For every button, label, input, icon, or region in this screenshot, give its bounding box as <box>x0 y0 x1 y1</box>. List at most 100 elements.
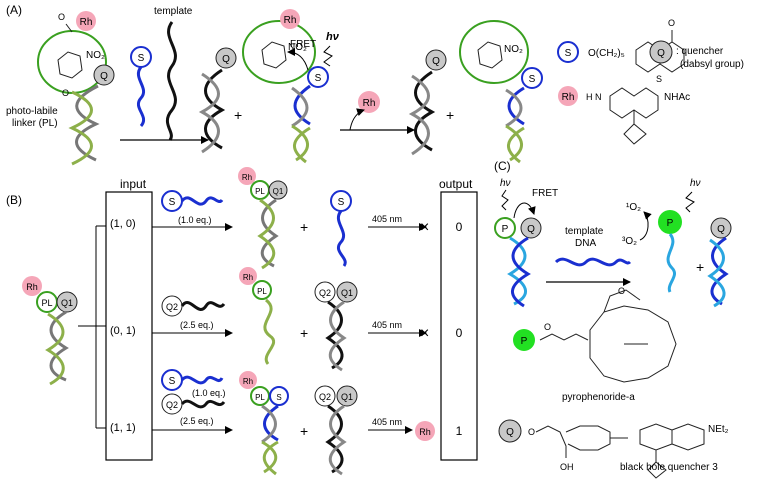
rh-marker <box>239 371 257 389</box>
quencher-desc-1: : quencher <box>676 46 724 57</box>
rh-marker-label: Rh <box>243 273 253 282</box>
dna-olive-2 <box>262 440 279 476</box>
s-marker-label: S <box>315 73 322 84</box>
nitro-label: NO₂ <box>86 50 105 61</box>
input-box <box>105 191 153 461</box>
output-row-3: 1 <box>456 424 463 438</box>
dna-gray-2 <box>291 86 309 128</box>
s-marker-label: S <box>529 74 536 85</box>
p-marker-label: P <box>502 224 509 235</box>
s-dna <box>136 66 146 128</box>
plus-a3: + <box>446 107 454 123</box>
rh-marker-label: Rh <box>80 17 93 28</box>
probe-a1: NO₂ O Rh O Q photo-labile linker (PL) <box>6 11 115 166</box>
row-2: Q2 (2.5 eq.) Rh PL + Q2 Q1 405 nm × <box>152 267 429 372</box>
q1-marker <box>336 281 358 303</box>
output-header: output <box>439 177 473 191</box>
dna-blue <box>293 84 311 126</box>
rh-nh-label: H N <box>586 92 602 102</box>
dna-gray <box>328 404 347 476</box>
s-marker <box>521 67 543 89</box>
row-3: S (1.0 eq.) Q2 (2.5 eq.) Rh PL S + Q2 Q1… <box>152 369 435 476</box>
q-legend-label: Q <box>506 427 514 438</box>
dna-gray <box>408 74 430 156</box>
q1-marker <box>268 180 288 200</box>
legend-q: Q O NEt₂ OH black hole quencher 3 <box>498 419 729 479</box>
linker-chain <box>539 333 589 341</box>
ether-o: O <box>528 427 535 437</box>
q1-marker <box>56 291 78 313</box>
hv-zigzag <box>501 189 509 211</box>
input-row-2: (0, 1) <box>110 325 136 337</box>
s-strand-a: S <box>130 46 152 128</box>
hv-zigzag <box>323 45 333 67</box>
pyropheophorbide-label: pyrophenoride-a <box>562 392 635 403</box>
q-marker <box>520 217 542 239</box>
dna-gray <box>328 300 347 372</box>
dna-cyan-2 <box>707 238 726 308</box>
q2-marker <box>314 385 336 407</box>
net2-label: NEt₂ <box>708 424 729 435</box>
rhodamine-structure <box>609 87 659 145</box>
s-marker-label: S <box>169 376 176 387</box>
p-legend-label: P <box>521 336 528 347</box>
p-marker-active <box>658 210 682 234</box>
pl-marker-label: PL <box>255 187 265 196</box>
p-legend-marker <box>513 329 535 351</box>
rh-marker-label: Rh <box>243 377 253 386</box>
plus-a2: + <box>234 107 242 123</box>
branch-lines <box>78 225 106 429</box>
bhq3-label: black hole quencher 3 <box>620 462 718 473</box>
nitro-label: NO₂ <box>504 44 523 55</box>
dna-black <box>325 300 344 370</box>
dna-olive <box>45 312 65 386</box>
nm405-label: 405 nm <box>372 417 402 427</box>
pl-ring <box>242 20 316 84</box>
release-curve <box>349 108 365 131</box>
q2-marker-label: Q2 <box>319 288 331 298</box>
dna-blue <box>511 236 531 308</box>
p-marker <box>494 217 516 239</box>
product-a3: Q + NO₂ S <box>408 20 543 164</box>
dna-black <box>325 404 344 474</box>
porphyrin-structure <box>589 289 677 383</box>
nitrobenzyl-ring <box>261 41 287 69</box>
dna-olive <box>263 298 276 365</box>
plus: + <box>300 423 308 439</box>
dna-gray <box>260 198 279 268</box>
eq-label: (2.5 eq.) <box>180 320 214 330</box>
panel-b-label: (B) <box>6 193 22 207</box>
probe-c: hν FRET P Q <box>494 178 558 308</box>
template-label: template <box>154 6 193 17</box>
rh-marker <box>239 267 257 285</box>
input-row-1: (1, 0) <box>110 218 136 230</box>
output-row-2: 0 <box>456 326 463 340</box>
eq-label: (1.0 eq.) <box>192 388 226 398</box>
p-marker-active-label: P <box>667 218 674 229</box>
singlet-o2-label: ¹O₂ <box>626 202 641 213</box>
q-marker-label: Q <box>527 224 535 235</box>
output-row-1: 0 <box>456 220 463 234</box>
rh-marker-label: Rh <box>284 15 297 26</box>
dna-cyan <box>507 236 527 306</box>
q2-marker <box>314 281 336 303</box>
complex-a2: Q + NO₂ Rh FRET hν S <box>198 9 340 164</box>
dna-cyan <box>666 233 676 293</box>
q1-marker <box>336 385 358 407</box>
template-dna-label-2: DNA <box>575 238 596 249</box>
nitro-label: NO₂ <box>288 42 307 53</box>
triplet-o2-label: ³O₂ <box>622 236 637 247</box>
rh-marker <box>238 167 256 185</box>
q2-strand <box>180 301 226 311</box>
rh-marker <box>280 9 300 29</box>
fret-label: FRET <box>290 39 316 50</box>
s-marker-label: S <box>276 393 281 402</box>
quencher-desc-2: (dabsyl group) <box>680 59 744 70</box>
q2-marker-label: Q2 <box>166 302 178 312</box>
pl-ring <box>459 20 529 84</box>
dna-gray <box>49 310 69 382</box>
panel-a-label: (A) <box>6 3 22 17</box>
q-marker-label: Q <box>222 54 230 65</box>
dna-blue <box>507 86 525 126</box>
panel-c-label: (C) <box>494 159 511 173</box>
